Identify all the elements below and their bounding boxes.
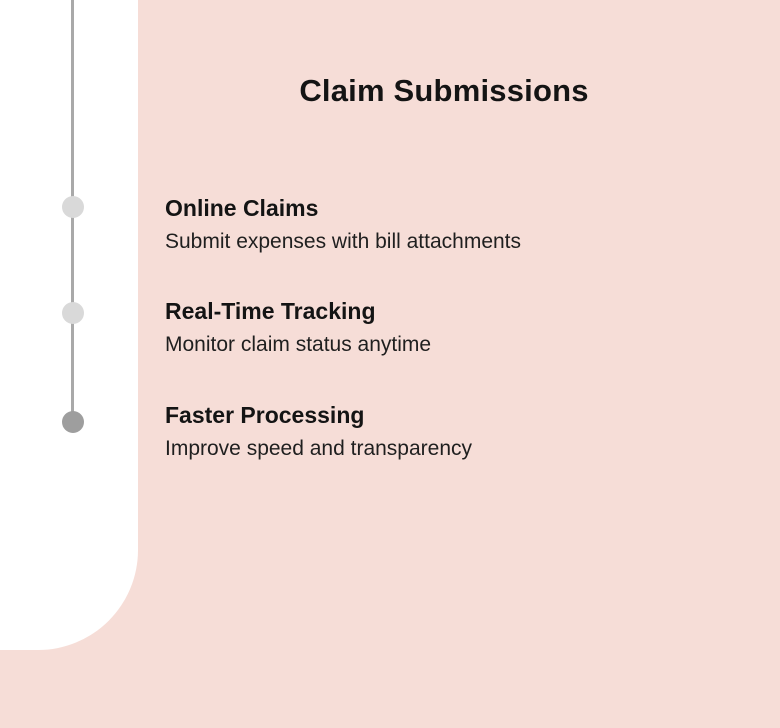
item-description: Submit expenses with bill attachments bbox=[165, 230, 522, 253]
item-description: Improve speed and transparency bbox=[165, 437, 473, 460]
page-title: Claim Submissions bbox=[299, 72, 589, 108]
timeline-dot-2 bbox=[62, 302, 84, 324]
item-heading: Online Claims bbox=[165, 195, 319, 221]
timeline-item-online-claims: Online Claims Submit expenses with bill … bbox=[165, 193, 725, 255]
left-panel bbox=[0, 0, 138, 650]
item-description: Monitor claim status anytime bbox=[165, 333, 432, 356]
timeline-dot-1 bbox=[62, 196, 84, 218]
timeline-dot-3 bbox=[62, 411, 84, 433]
timeline-item-real-time-tracking: Real-Time Tracking Monitor claim status … bbox=[165, 296, 725, 358]
item-heading: Real-Time Tracking bbox=[165, 298, 376, 324]
timeline-item-faster-processing: Faster Processing Improve speed and tran… bbox=[165, 400, 725, 462]
item-heading: Faster Processing bbox=[165, 402, 365, 428]
